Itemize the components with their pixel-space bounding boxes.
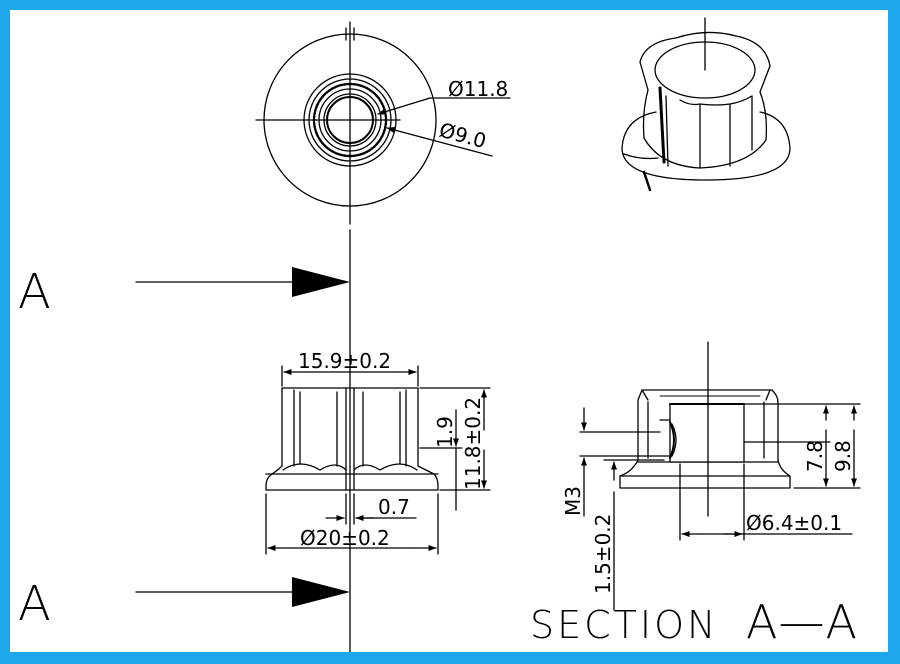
base-dia-label: Ø20±0.2: [300, 526, 390, 550]
height-inner-label: 7.8: [803, 440, 827, 472]
height-total-label: 11.8±0.2: [461, 397, 485, 490]
section-letter-upper: A: [18, 264, 51, 320]
section-caption-letters: A—A: [746, 595, 859, 649]
bore-dia-label: Ø6.4±0.1: [746, 511, 842, 535]
section-height-total-label: 9.8: [831, 440, 855, 472]
isometric-view: [621, 17, 791, 192]
dia-inner-label: Ø9.0: [437, 118, 489, 153]
screw-offset-label: 1.5±0.2: [591, 514, 615, 594]
front-view: 15.9±0.2 1.9 11.8±0.2 0.7 Ø20±0.2: [265, 229, 491, 652]
section-arrows: A A: [18, 264, 350, 632]
width-dim-label: 15.9±0.2: [298, 349, 391, 373]
thread-label: M3: [561, 486, 585, 516]
height-upper-label: 1.9: [433, 416, 457, 448]
technical-drawing: Ø11.8 Ø9.0 A A: [18, 17, 861, 652]
dia-outer-label: Ø11.8: [448, 77, 508, 101]
section-view: 7.8 9.8 M3 1.5±0.2 Ø6.4±0.1 SECTION A—A: [530, 341, 861, 649]
top-view: Ø11.8 Ø9.0: [255, 21, 511, 225]
section-caption: SECTION: [530, 603, 718, 647]
slot-dim-label: 0.7: [378, 495, 410, 519]
drawing-sheet: Ø11.8 Ø9.0 A A: [10, 10, 888, 652]
section-letter-lower: A: [18, 576, 51, 632]
